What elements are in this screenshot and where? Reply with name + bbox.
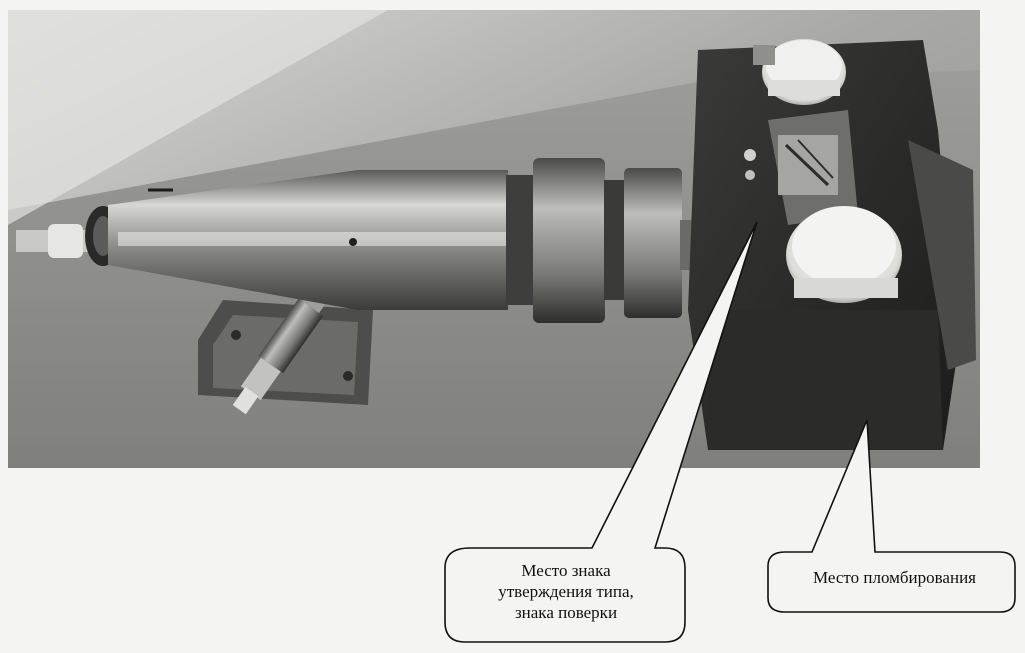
callout-type-mark-line-2: утверждения типа,: [498, 582, 634, 601]
callout-type-mark-line-3: знака поверки: [514, 603, 618, 622]
device-photo: [8, 10, 980, 468]
callout-type-mark-text: Место знака утверждения типа, знака пове…: [450, 560, 682, 623]
callout-type-mark-line-1: Место знака: [521, 561, 611, 580]
callout-seal-text: Место пломбирования: [813, 568, 976, 587]
